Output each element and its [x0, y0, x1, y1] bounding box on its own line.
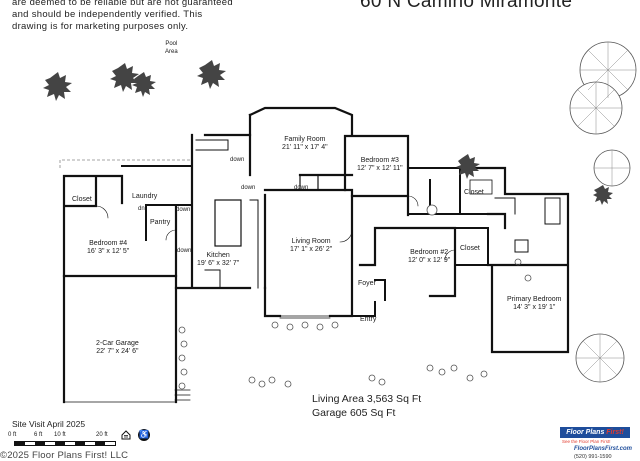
closet-left-label: Closet	[72, 196, 92, 203]
bedroom3-walls	[343, 134, 410, 217]
area-summary: Living Area 3,563 Sq Ft Garage 605 Sq Ft	[312, 392, 421, 420]
logo-banner: Floor Plans First!	[560, 427, 630, 438]
kitchen-island	[214, 199, 242, 247]
palm-icon	[456, 154, 480, 179]
entry-label: Entry	[360, 316, 377, 323]
site-visit-date: Site Visit April 2025	[12, 419, 86, 429]
primary-bath-fixtures	[494, 197, 561, 253]
palm-icon	[110, 63, 139, 92]
landscape-shrubs	[178, 258, 532, 390]
bedroom4-label: Bedroom #4 16' 3" x 12' 5"	[87, 240, 130, 255]
bedroom3-label: Bedroom #3 12' 7" x 12' 11"	[357, 157, 403, 172]
step-label: down	[177, 248, 192, 254]
garage-label: 2-Car Garage 22' 7" x 24' 6"	[96, 340, 139, 355]
living-area-text: Living Area 3,563 Sq Ft	[312, 393, 422, 405]
wheelchair-icon: ♿	[138, 429, 150, 441]
kitchen-label: Kitchen 19' 6" x 32' 7"	[197, 252, 240, 267]
family-room-label: Family Room 21' 11" x 17' 4"	[282, 136, 328, 151]
palm-icon	[43, 72, 72, 101]
closet-top-label: Closet	[464, 189, 484, 196]
closet-mid-label: Closet	[460, 245, 480, 252]
door-swings	[95, 195, 456, 261]
step-label: dn	[138, 206, 145, 212]
step-label: down	[176, 207, 191, 213]
disclaimer-line: are deemed to be reliable but are not gu…	[12, 0, 233, 8]
living-room-label: Living Room 17' 1" x 26' 2"	[290, 238, 333, 253]
closet-mid-walls	[454, 227, 489, 266]
disclaimer: are deemed to be reliable but are not gu…	[12, 0, 233, 33]
closet-top-box	[469, 179, 493, 195]
step-label: down	[230, 157, 245, 163]
tree-icon	[426, 204, 438, 216]
brand-logo: Floor Plans First! See the Floor Plan Fi…	[560, 426, 632, 460]
foyer-label: Foyer	[358, 280, 376, 287]
pantry-label: Pantry	[150, 219, 171, 226]
pool-area-label: Pool Area	[165, 41, 178, 55]
logo-site: FloorPlansFirst.com	[574, 446, 633, 452]
primary-bedroom-label: Primary Bedroom 14' 3" x 19' 1"	[507, 296, 562, 311]
laundry-walls	[121, 165, 193, 241]
garage-walls	[62, 274, 178, 404]
palm-icon	[197, 60, 226, 89]
bedroom2-walls	[358, 226, 457, 298]
logo-tagline: See the Floor Plan First!	[562, 439, 611, 444]
exterior-steps	[174, 389, 191, 401]
kitchen-walls	[174, 113, 267, 290]
family-room-walls	[248, 106, 354, 177]
living-room-window	[279, 315, 331, 319]
bedroom2-label: Bedroom #2 12' 0" x 12' 9"	[408, 249, 451, 264]
landscape-trees	[426, 41, 637, 383]
equal-housing-icon	[121, 430, 131, 440]
foyer-walls	[351, 279, 386, 317]
garage-area-text: Garage 605 Sq Ft	[312, 407, 396, 419]
copyright-text: ©2025 Floor Plans First! LLC	[0, 450, 129, 461]
laundry-label: Laundry	[132, 193, 158, 200]
palm-icon	[593, 185, 613, 205]
disclaimer-line: and should be independently verified. Th…	[12, 9, 203, 20]
step-label: down	[241, 185, 256, 191]
kitchen-counter	[195, 139, 259, 289]
step-label: down	[294, 185, 309, 191]
palm-icon	[132, 72, 156, 97]
patio-outline	[59, 159, 192, 168]
primary-suite-walls	[458, 166, 570, 354]
logo-phone: (520) 991-1590	[574, 454, 612, 460]
property-address: 60 N Camino Miramonte	[360, 0, 573, 12]
landscape-palms	[43, 60, 613, 205]
living-room-walls	[263, 188, 354, 318]
bedroom4-walls	[62, 174, 178, 278]
scale-bar: 0 ft 6 ft 10 ft 20 ft	[8, 432, 118, 449]
disclaimer-line: drawing is for marketing purposes only.	[12, 21, 189, 32]
